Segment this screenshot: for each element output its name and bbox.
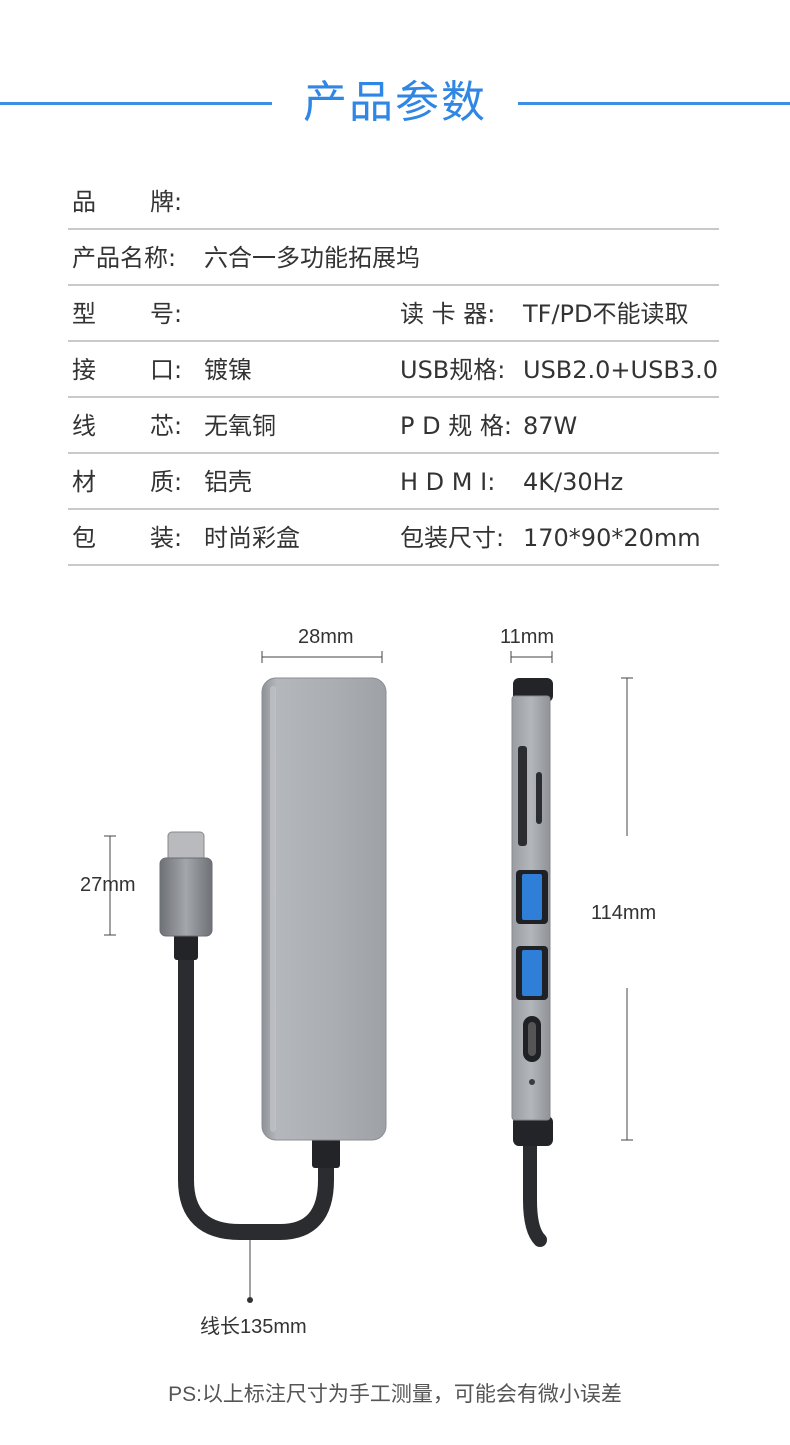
cable-strain-relief	[312, 1138, 340, 1168]
indicator-led	[529, 1079, 535, 1085]
spec-value: 4K/30Hz	[523, 468, 624, 496]
tf-card-slot	[536, 772, 542, 824]
spec-value: TF/PD不能读取	[523, 300, 689, 328]
spec-label: 读 卡 器:	[400, 300, 496, 328]
spec-label: 型	[72, 300, 96, 328]
spec-label: 线	[72, 412, 96, 440]
section-title: 产品参数	[303, 77, 487, 128]
thickness-label: 11mm	[500, 626, 555, 648]
spec-label: 口:	[150, 356, 183, 384]
plug-height-label: 27mm	[80, 874, 136, 896]
spec-label: 包装尺寸:	[400, 524, 505, 552]
hub-side-view	[511, 678, 553, 1247]
spec-table: 品 牌: 产品名称: 六合一多功能拓展坞 型 号: 读 卡 器: TF/PD不能…	[68, 174, 719, 566]
spec-row-brand: 品 牌:	[68, 174, 719, 230]
spec-label: 质:	[150, 468, 183, 496]
product-illustration	[104, 651, 633, 1303]
usb-c-plug-housing	[159, 857, 213, 937]
spec-value: 铝壳	[204, 468, 252, 496]
product-dimension-diagram: 28mm 11mm 27mm 114mm 线长135mm	[0, 600, 790, 1360]
spec-label: 接	[72, 356, 96, 384]
spec-label: 号:	[150, 300, 183, 328]
section-header: 产品参数	[0, 70, 790, 140]
sd-card-slot	[518, 746, 527, 846]
spec-label: 牌:	[150, 188, 183, 216]
width-dimension-line	[261, 651, 383, 663]
spec-label: 芯:	[150, 412, 183, 440]
spec-row-package: 包 装: 时尚彩盒 包装尺寸: 170*90*20mm	[68, 510, 719, 566]
spec-value: 镀镍	[204, 356, 252, 384]
spec-row-model: 型 号: 读 卡 器: TF/PD不能读取	[68, 286, 719, 342]
spec-label: H D M I:	[400, 468, 496, 496]
spec-label: USB规格:	[400, 356, 506, 384]
spec-row-material: 材 质: 铝壳 H D M I: 4K/30Hz	[68, 454, 719, 510]
measurement-note: PS:以上标注尺寸为手工测量，可能会有微小误差	[168, 1383, 622, 1406]
hub-body-front	[261, 677, 387, 1141]
length-label: 114mm	[591, 902, 657, 924]
spec-label: 材	[72, 468, 96, 496]
spec-label: 装:	[150, 524, 183, 552]
spec-label: 包	[72, 524, 96, 552]
cable-length-pointer	[247, 1240, 253, 1303]
spec-value: 87W	[523, 412, 578, 440]
spec-value: 时尚彩盒	[204, 524, 300, 552]
spec-value: USB2.0+USB3.0	[523, 356, 718, 384]
spec-row-interface: 接 口: 镀镍 USB规格: USB2.0+USB3.0	[68, 342, 719, 398]
spec-label: 产品名称:	[72, 244, 177, 272]
header-divider-left	[0, 102, 272, 105]
cable	[178, 927, 334, 1240]
spec-value: 六合一多功能拓展坞	[204, 244, 420, 272]
thickness-dimension-line	[510, 651, 553, 663]
plug-height-dimension-line	[104, 835, 116, 936]
header-divider-right	[518, 102, 790, 105]
cable-length-label: 线长135mm	[200, 1316, 307, 1338]
spec-row-core: 线 芯: 无氧铜 P D 规 格: 87W	[68, 398, 719, 454]
side-cable	[523, 1103, 547, 1247]
spec-label: 品	[72, 188, 96, 216]
cable-strain-relief	[174, 930, 198, 960]
spec-value: 170*90*20mm	[523, 524, 701, 552]
spec-label: P D 规 格:	[400, 412, 512, 440]
length-dimension-line	[621, 677, 633, 1141]
width-label: 28mm	[298, 626, 354, 648]
spec-value: 无氧铜	[204, 412, 276, 440]
spec-row-name: 产品名称: 六合一多功能拓展坞	[68, 230, 719, 286]
